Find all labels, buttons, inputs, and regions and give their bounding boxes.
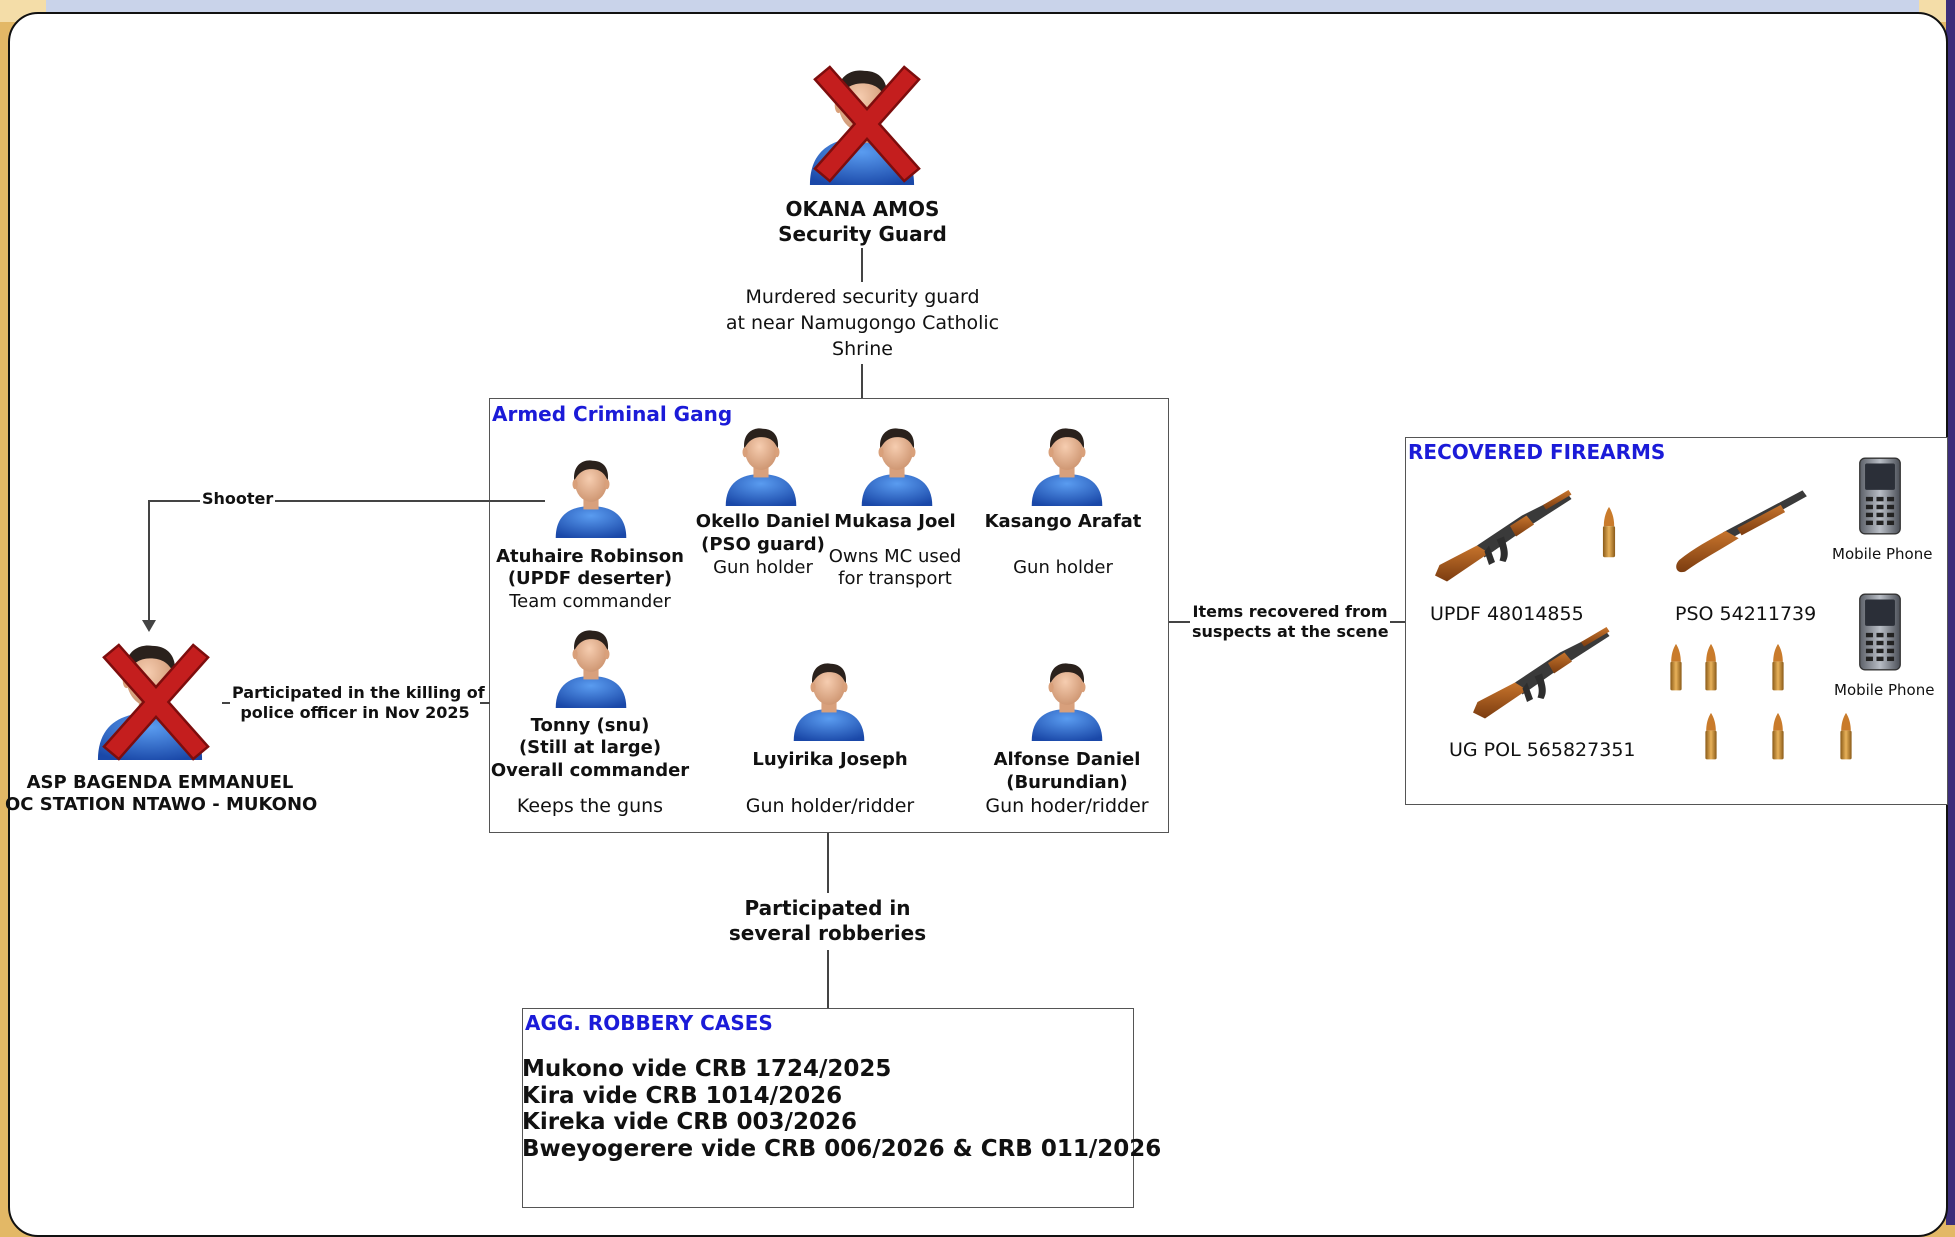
- rifle-icon: [1435, 490, 1572, 582]
- bullet-icon: [1602, 507, 1616, 558]
- rifle-icon: [1473, 627, 1610, 719]
- case-item: Kireka vide CRB 003/2026: [522, 1109, 857, 1135]
- gang-title: Armed Criminal Gang: [492, 402, 733, 426]
- member-name-line: Tonny (snu): [530, 715, 650, 736]
- member-name-line: (UPDF deserter): [507, 568, 673, 589]
- member-name-line: Mukasa Joel: [834, 511, 956, 532]
- member-avatar: [555, 460, 627, 538]
- connector-bottom: [827, 833, 829, 893]
- bullet-icon: [1840, 713, 1852, 760]
- mobile-phone-icon: [1859, 457, 1901, 535]
- member-avatar: [793, 663, 865, 741]
- member-name-line: Luyirika Joseph: [752, 749, 908, 770]
- firearms-title: RECOVERED FIREARMS: [1408, 440, 1666, 464]
- member-role: Team commander: [509, 591, 671, 612]
- member-name-line: (PSO guard): [701, 534, 825, 555]
- member-avatar: [725, 428, 797, 506]
- gang-box: [489, 398, 1169, 833]
- edge-murdered-line-3: Shrine: [832, 338, 893, 360]
- phone-label: Mobile Phone: [1832, 545, 1933, 563]
- shotgun-icon: [1676, 490, 1807, 573]
- member-role-line: Owns MC used: [828, 546, 962, 567]
- bullet-icon: [1772, 713, 1784, 760]
- connector-top-2: [861, 364, 863, 398]
- gun-label: UG POL 565827351: [1449, 739, 1636, 761]
- member-role: Gun holder/ridder: [745, 795, 915, 817]
- victim-top-role: Security Guard: [778, 222, 947, 246]
- cases-box: [522, 1008, 1134, 1208]
- shooter-connector-h: [148, 500, 545, 502]
- cases-title: AGG. ROBBERY CASES: [525, 1011, 773, 1035]
- gun-label: PSO 54211739: [1675, 603, 1817, 625]
- member-role-line: for transport: [838, 568, 952, 589]
- member-role: Keeps the guns: [516, 795, 664, 817]
- edge-items-line-2: suspects at the scene: [1190, 622, 1390, 642]
- member-name-line: Okello Daniel: [695, 511, 831, 532]
- member-avatar: [555, 630, 627, 708]
- bullet-icon: [1772, 644, 1784, 691]
- member-avatar: [861, 428, 933, 506]
- case-item: Mukono vide CRB 1724/2025: [522, 1056, 892, 1082]
- victim-left-role: OC STATION NTAWO - MUKONO: [5, 794, 318, 815]
- gun-label: UPDF 48014855: [1430, 603, 1584, 625]
- member-name-line: Alfonse Daniel: [993, 749, 1141, 770]
- edge-shooter: Shooter: [200, 489, 276, 509]
- bullet-icon: [1705, 713, 1717, 760]
- victim-left-name: ASP BAGENDA EMMANUEL: [26, 772, 294, 793]
- mobile-phone-icon: [1859, 593, 1901, 671]
- case-item: Kira vide CRB 1014/2026: [522, 1083, 843, 1109]
- top-border-band: [46, 0, 1919, 14]
- arrowhead-icon: [142, 620, 156, 632]
- deceased-cross-icon: [102, 643, 210, 761]
- edge-killing-line-2: police officer in Nov 2025: [230, 703, 480, 723]
- case-item: Bweyogerere vide CRB 006/2026 & CRB 011/…: [522, 1136, 1162, 1162]
- member-avatar: [1031, 663, 1103, 741]
- firearms-box: [1405, 437, 1948, 805]
- phone-label: Mobile Phone: [1834, 681, 1935, 699]
- deceased-cross-icon: [813, 65, 921, 183]
- member-avatar: [1031, 428, 1103, 506]
- shooter-connector-v: [148, 500, 150, 628]
- member-role: Gun hoder/ridder: [985, 795, 1149, 817]
- edge-robberies-line-1: Participated in: [744, 896, 911, 920]
- right-edge-stripe: [1946, 0, 1955, 1225]
- member-role: Gun holder: [1013, 557, 1113, 578]
- edge-robberies-line-2: several robberies: [728, 921, 927, 945]
- member-name-line: (Burundian): [1006, 772, 1128, 793]
- member-name-line: (Still at large): [518, 737, 662, 758]
- member-role: Gun holder: [713, 557, 813, 578]
- bullet-icon: [1705, 644, 1717, 691]
- edge-murdered-line-1: Murdered security guard: [745, 286, 980, 308]
- connector-bottom-2: [827, 950, 829, 1008]
- member-name-line: Kasango Arafat: [984, 511, 1142, 532]
- connector-top: [861, 248, 863, 282]
- member-name-line: Overall commander: [490, 760, 690, 781]
- edge-murdered-line-2: at near Namugongo Catholic: [725, 312, 1000, 334]
- edge-killing-line-1: Participated in the killing of: [230, 683, 485, 703]
- victim-top-name: OKANA AMOS: [785, 197, 940, 221]
- edge-items-line-1: Items recovered from: [1190, 602, 1390, 622]
- bullet-icon: [1670, 644, 1682, 691]
- member-name-line: Atuhaire Robinson: [496, 546, 684, 567]
